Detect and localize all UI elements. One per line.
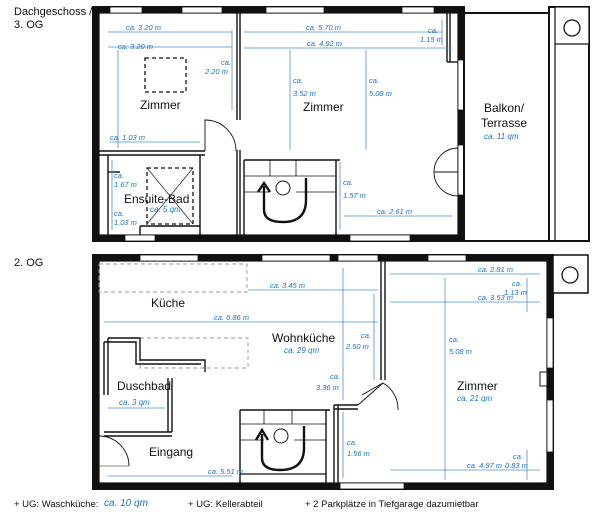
upper-floor-label-1: Dachgeschoss /: [14, 6, 93, 18]
dim-lower-z-bottom: ca. 4.97 m: [467, 461, 502, 470]
upper-dimension-lines: [108, 20, 452, 230]
dim-upper-bad-width: ca. 1.03 m: [110, 133, 145, 142]
stairs-lower: [239, 409, 330, 483]
upper-outer-wall: [92, 6, 465, 242]
chimney-upper-icon: [563, 19, 581, 37]
room-zimmer-lower: Zimmer: [457, 379, 498, 393]
dim-upper-right-small-2: 1.15 m: [420, 35, 443, 44]
dim-lower-z-h-2: 5.08 m: [449, 347, 472, 356]
balcony-door-upper: [433, 147, 459, 173]
room-kueche: Küche: [151, 296, 185, 310]
dim-lower-z-small-2: 1.13 m: [504, 288, 527, 297]
skylight-left: [144, 57, 187, 93]
dim-upper-top-left: ca. 3.20 m: [126, 23, 161, 32]
dim-upper-main-h-b2: 5.08 m: [369, 89, 392, 98]
balcony: [463, 12, 550, 242]
room-eingang: Eingang: [149, 445, 193, 459]
dim-upper-bad-low-2: 1.03 m: [114, 218, 137, 227]
area-ensuite-bad: ca. 5 qm: [150, 205, 181, 214]
dim-upper-main-h-a2: 3.52 m: [293, 89, 316, 98]
dim-lower-z-corner-2: 0.83 m: [505, 461, 528, 470]
dim-upper-main-width: ca. 5.70 m: [306, 23, 341, 32]
footer-ug-wash-area: ca. 10 qm: [104, 498, 148, 509]
chimney-lower-icon: [561, 266, 579, 284]
door-zimmer-left: [204, 119, 237, 152]
dim-upper-left-height-2: 2.20 m: [204, 67, 228, 76]
room-ensuite-bad: Ensuite-Bad: [124, 192, 189, 206]
room-zimmer-main: Zimmer: [303, 100, 344, 114]
room-zimmer-left: Zimmer: [140, 98, 181, 112]
room-balkon-2: Terrasse: [481, 116, 527, 130]
dim-lower-wk-low-2: 3.36 m: [316, 383, 339, 392]
footer-ug-storage: + UG: Kellerabteil: [188, 499, 263, 510]
dim-upper-main-inner: ca. 4.92 m: [307, 39, 342, 48]
dim-lower-total: ca. 6.86 m: [214, 313, 249, 322]
dim-upper-main-h-b1: ca.: [369, 76, 379, 85]
dim-upper-stair-2: 1.57 m: [343, 191, 366, 200]
dim-upper-bottom-width: ca. 2.61 m: [377, 207, 412, 216]
dim-lower-z-mid: ca. 3.53 m: [478, 293, 513, 302]
dim-upper-bad-low-1: ca.: [114, 209, 124, 218]
dim-lower-kueche: ca. 3.45 m: [270, 281, 305, 290]
dim-lower-z-h-1: ca.: [449, 335, 459, 344]
room-balkon-1: Balkon/: [484, 101, 525, 115]
upper-floor-label-2: 3. OG: [14, 19, 43, 31]
dim-lower-wk-h-2: 2.50 m: [345, 342, 369, 351]
stairs-upper: [243, 159, 340, 235]
room-wohnkueche: Wohnküche: [272, 331, 335, 345]
area-wohnkueche: ca. 29 qm: [284, 346, 319, 355]
dim-lower-stair-2: 1.56 m: [347, 449, 370, 458]
dim-upper-right-small-1: ca.: [428, 26, 438, 35]
dim-upper-bad-h-2: 1.67 m: [114, 180, 137, 189]
lower-floor: 2. OG ca. 3.45 m ca. 6.86 m ca. 2.50 m c…: [14, 254, 589, 490]
dim-upper-left-width: ca. 3.20 m: [118, 42, 153, 51]
lower-floor-label: 2. OG: [14, 257, 43, 269]
dim-lower-z-top: ca. 2.81 m: [478, 265, 513, 274]
area-balkon: ca. 11 qm: [484, 132, 519, 141]
area-zimmer-lower: ca. 21 qm: [457, 394, 492, 403]
kitchen-counter: [98, 263, 248, 293]
dim-lower-wk-low-1: ca.: [330, 372, 340, 381]
footer-notes: + UG: Waschküche: ca. 10 qm + UG: Keller…: [0, 497, 600, 515]
footer-parking: + 2 Parkplätze in Tiefgarage dazumietbar: [305, 499, 479, 510]
footer-ug-wash-prefix: + UG: Waschküche:: [14, 499, 99, 510]
dim-upper-bad-h-1: ca.: [114, 171, 124, 180]
dim-lower-z-corner-1: ca.: [513, 452, 523, 461]
door-eingang: [98, 435, 130, 467]
dim-lower-wk-h-1: ca.: [361, 331, 371, 340]
dim-lower-eingang: ca. 5.51 m: [208, 467, 243, 476]
door-zimmer-lower: [361, 382, 399, 411]
dim-lower-z-small-1: ca.: [512, 279, 522, 288]
area-duschbad: ca. 3 qm: [119, 398, 150, 407]
dim-upper-main-h-a1: ca.: [293, 76, 303, 85]
dim-upper-left-height-1: ca.: [221, 58, 231, 67]
dim-upper-stair-1: ca.: [343, 178, 353, 187]
dim-lower-stair-1: ca.: [347, 438, 357, 447]
lower-dimension-lines: [104, 268, 540, 480]
upper-floor: Dachgeschoss / 3. OG ca. 3.20 m ca. 3.20…: [14, 6, 590, 242]
room-duschbad: Duschbad: [117, 379, 171, 393]
